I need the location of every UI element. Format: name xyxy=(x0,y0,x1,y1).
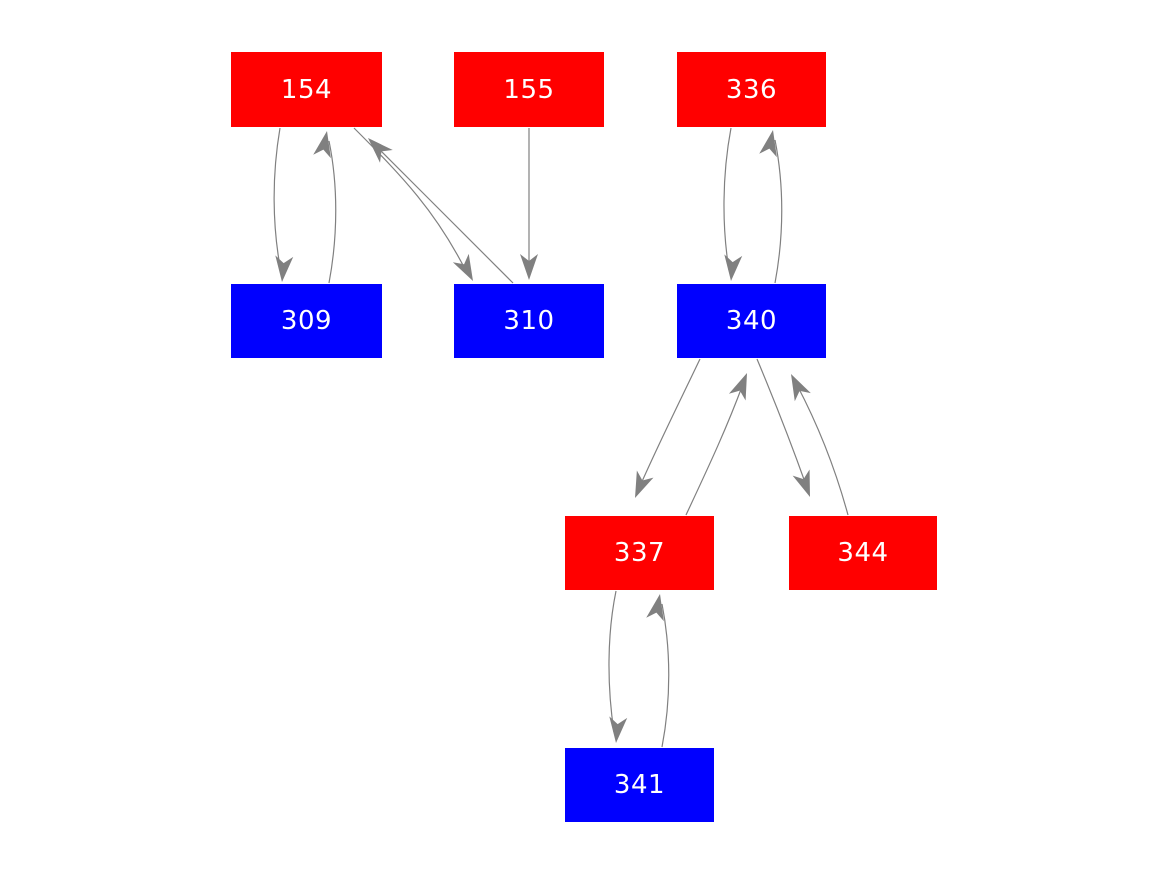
graph-edge xyxy=(520,128,538,280)
node-label: 309 xyxy=(280,306,333,336)
edge-arrowhead xyxy=(791,374,811,402)
edge-arrowhead xyxy=(313,131,331,159)
graph-node-336[interactable]: 336 xyxy=(677,52,826,127)
node-label: 340 xyxy=(725,306,778,336)
edge-arrowhead xyxy=(792,469,810,497)
graph-edge xyxy=(273,127,294,282)
graph-edge xyxy=(635,358,701,498)
node-label: 154 xyxy=(280,74,333,105)
graph-node-310[interactable]: 310 xyxy=(454,284,604,358)
edge-arrowhead xyxy=(275,255,294,282)
graph-edge xyxy=(313,131,337,284)
graph-edge xyxy=(791,374,849,516)
edge-arrowhead xyxy=(452,253,473,281)
node-label: 344 xyxy=(837,538,889,568)
graph-node-155[interactable]: 155 xyxy=(454,52,604,127)
graph-edge xyxy=(723,127,743,281)
graph-node-154[interactable]: 154 xyxy=(231,52,382,127)
node-label: 155 xyxy=(503,74,555,105)
edge-arrowhead xyxy=(728,373,747,401)
edge-arrowhead xyxy=(520,254,538,280)
graph-node-309[interactable]: 309 xyxy=(231,284,382,358)
node-label: 310 xyxy=(503,306,555,336)
graph-edge xyxy=(646,594,670,748)
edge-arrowhead xyxy=(609,716,628,743)
edge-arrowhead xyxy=(724,254,743,281)
node-label: 341 xyxy=(613,770,666,800)
graph-edge xyxy=(759,130,783,284)
graph-edge xyxy=(685,373,747,516)
graph-edge xyxy=(353,127,473,281)
edge-arrowhead xyxy=(646,594,664,622)
edge-arrowhead xyxy=(368,138,393,163)
edge-arrowhead xyxy=(759,130,777,158)
graph-node-344[interactable]: 344 xyxy=(789,516,937,590)
graph-edge xyxy=(368,138,514,284)
graph-node-340[interactable]: 340 xyxy=(677,284,826,358)
graph-edge xyxy=(756,358,810,497)
node-label: 337 xyxy=(613,538,666,568)
node-label: 336 xyxy=(725,74,778,105)
graph-node-337[interactable]: 337 xyxy=(565,516,714,590)
graph-edge xyxy=(608,590,628,743)
graph-node-341[interactable]: 341 xyxy=(565,748,714,822)
edge-arrowhead xyxy=(635,470,654,498)
